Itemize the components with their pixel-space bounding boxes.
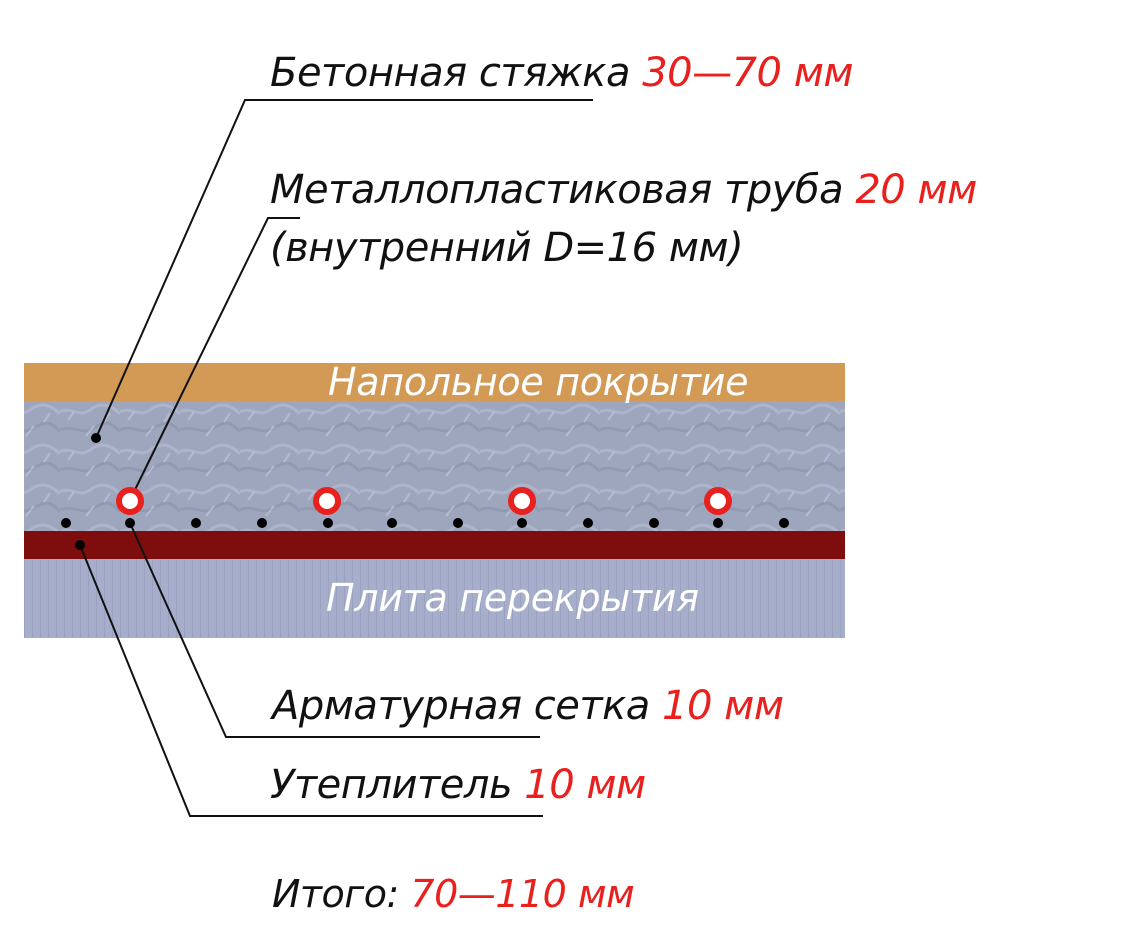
pipe-cross-section	[116, 487, 144, 515]
slab-label: Плита перекрытия	[326, 576, 699, 620]
mesh-dot	[517, 518, 527, 528]
mesh-leader-line	[129, 522, 540, 738]
insulation-label: Утеплитель 10 мм	[270, 762, 646, 808]
pipe-label: Металлопластиковая труба 20 мм	[270, 167, 977, 213]
screed-label: Бетонная стяжка 30—70 мм	[270, 50, 854, 96]
pipe-cross-section	[704, 487, 732, 515]
mesh-dot	[583, 518, 593, 528]
mesh-dot	[779, 518, 789, 528]
mesh-dot	[387, 518, 397, 528]
screed-value: 30—70 мм	[642, 50, 854, 96]
mesh-dot	[649, 518, 659, 528]
screed-leader-dot	[91, 433, 101, 443]
total-label: Итого: 70—110 мм	[272, 872, 635, 916]
pipe-value: 20 мм	[855, 167, 977, 213]
mesh-dot	[713, 518, 723, 528]
mesh-dot	[257, 518, 267, 528]
pipe-cross-section	[508, 487, 536, 515]
mesh-dot	[453, 518, 463, 528]
floor-covering-label: Напольное покрытие	[328, 360, 749, 404]
pipe-inner-diameter: (внутренний D=16 мм)	[270, 225, 744, 271]
pipe-cross-section	[313, 487, 341, 515]
floor-covering-layer	[24, 363, 845, 401]
pipe-label-text: Металлопластиковая труба	[270, 167, 856, 213]
mesh-dot	[323, 518, 333, 528]
insulation-leader-line	[79, 544, 543, 817]
total-value: 70—110 мм	[410, 872, 635, 916]
total-label-text: Итого:	[272, 872, 411, 916]
insulation-label-text: Утеплитель	[270, 762, 525, 808]
pipes	[116, 487, 732, 515]
screed-label-text: Бетонная стяжка	[270, 50, 643, 96]
leader-lines	[79, 99, 593, 817]
mesh-label: Арматурная сетка 10 мм	[272, 683, 784, 729]
pipe-leader-line	[129, 217, 300, 501]
pipe-label-line2: (внутренний D=16 мм)	[270, 225, 744, 271]
mesh-dot	[191, 518, 201, 528]
mesh-value: 10 мм	[662, 683, 784, 729]
mesh-dot	[125, 518, 135, 528]
screed-leader-line	[95, 99, 593, 439]
insulation-leader-dot	[75, 540, 85, 550]
slab-layer	[24, 559, 845, 638]
mesh-dot	[61, 518, 71, 528]
mesh-label-text: Арматурная сетка	[272, 683, 663, 729]
insulation-layer	[24, 531, 845, 559]
insulation-value: 10 мм	[524, 762, 646, 808]
mesh-dots	[61, 518, 789, 528]
